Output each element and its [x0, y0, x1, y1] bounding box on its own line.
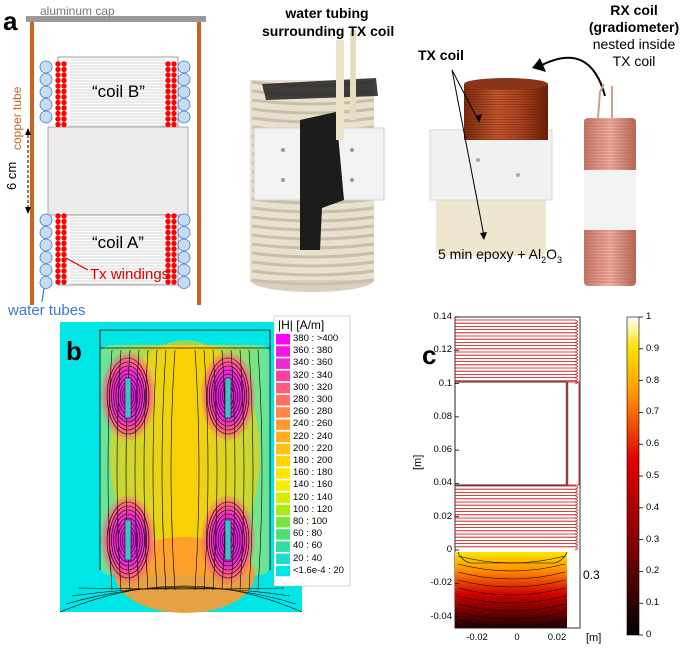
legend-label: 120 : 140	[293, 491, 333, 503]
c-ytick-label: 0	[446, 544, 452, 555]
legend-swatch	[276, 456, 290, 467]
cbar-tick-label: 1	[646, 311, 652, 322]
cbar-tick-label: 0.9	[646, 342, 660, 354]
panel-c-letter: c	[422, 340, 437, 370]
legend-swatch	[276, 407, 290, 418]
photo-3-caption: RX coil (gradiometer) nested inside TX c…	[584, 2, 684, 70]
photo-tx-coil	[429, 56, 606, 256]
legend-label: 60 : 80	[293, 528, 323, 540]
legend-label: 320 : 340	[293, 369, 333, 381]
c-xtick-label: 0.02	[547, 632, 567, 643]
c-ytick-label: 0.02	[433, 510, 453, 522]
legend-label: 260 : 280	[293, 406, 333, 418]
cbar-tick-label: 0	[646, 629, 652, 640]
panel-a-schematic	[25, 16, 206, 305]
cbar-tick-label: 0.6	[646, 438, 660, 450]
legend-label: 200 : 220	[293, 442, 333, 454]
aluminum-cap-label: aluminum cap	[40, 4, 115, 18]
legend-label: 20 : 40	[293, 552, 323, 564]
c-ytick-label: 0.06	[433, 444, 453, 456]
photo-rx-coil	[584, 83, 636, 286]
panel-c-plot	[454, 316, 643, 636]
legend-swatch	[276, 504, 290, 516]
c-ytick-label: -0.04	[430, 610, 452, 622]
legend-swatch	[276, 358, 290, 369]
legend-swatch	[276, 541, 290, 552]
legend-label: 80 : 100	[293, 516, 328, 527]
c-xtick-label: -0.02	[466, 632, 488, 643]
legend-label: 380 : >400	[293, 333, 339, 344]
legend-swatch	[276, 565, 290, 577]
photo-1-caption-line1: water tubing	[285, 5, 369, 21]
legend-label: 140 : 160	[293, 479, 333, 491]
legend-label: 180 : 200	[293, 455, 333, 466]
epoxy-text: 5 min epoxy + Al	[438, 246, 542, 262]
legend-title: |H| [A/m]	[278, 318, 325, 332]
photo-3-caption-line3: nested inside	[592, 36, 676, 52]
photo-3-caption-line1: RX coil	[610, 2, 658, 18]
c-ylabel: [m]	[412, 454, 424, 470]
panel-b-letter: b	[66, 336, 82, 366]
water-tubes-label: water tubes	[8, 302, 86, 319]
photo-water-tubing	[250, 30, 385, 292]
legend-swatch	[276, 553, 290, 565]
cbar-tick-label: 0.4	[646, 501, 660, 513]
epoxy-sub: 2	[541, 254, 547, 265]
cbar-tick-label: 0.8	[646, 374, 660, 386]
legend-swatch	[276, 492, 290, 504]
photo-3-caption-line4: TX coil	[612, 53, 656, 69]
epoxy-sub2: 3	[557, 254, 563, 265]
coil-a-label: “coil A”	[92, 233, 144, 252]
legend-swatch	[276, 395, 290, 406]
c-ytick-label: 0.08	[433, 410, 453, 422]
photo-1-caption: water tubing surrounding TX coil	[262, 4, 395, 40]
legend-swatch	[276, 334, 290, 345]
cbar-tick-label: 0.1	[646, 597, 660, 609]
legend-label: <1.6e-4 : 20	[293, 564, 344, 576]
tx-windings-label: Tx windings	[90, 266, 170, 283]
epoxy-label: 5 min epoxy + Al2O3	[438, 246, 562, 265]
photo-1-caption-line2: surrounding TX coil	[262, 23, 395, 39]
legend-swatch	[276, 346, 290, 357]
legend-label: 340 : 360	[293, 357, 333, 369]
tx-coil-label: TX coil	[418, 47, 464, 63]
legend-label: 300 : 320	[293, 381, 333, 393]
c-ytick-label: 0.1	[438, 377, 452, 389]
legend-label: 220 : 240	[293, 430, 333, 442]
legend-label: 160 : 180	[293, 467, 333, 479]
c-contour-label: 0.3	[583, 568, 600, 582]
legend-label: 100 : 120	[293, 503, 333, 515]
legend-swatch	[276, 431, 290, 443]
legend-label: 40 : 60	[293, 540, 323, 552]
cbar-tick-label: 0.2	[646, 565, 660, 577]
legend-swatch	[276, 517, 290, 528]
cbar-tick-label: 0.7	[646, 406, 660, 418]
c-ytick-label: 0.14	[433, 311, 453, 322]
cbar-tick-label: 0.5	[646, 470, 660, 481]
legend-label: 360 : 380	[293, 345, 333, 357]
cbar-tick-label: 0.3	[646, 533, 660, 545]
legend-label: 240 : 260	[293, 418, 333, 430]
c-ytick-label: 0.04	[433, 477, 453, 489]
legend-swatch	[276, 443, 290, 455]
copper-tube-label: copper tube	[10, 86, 24, 150]
c-xlabel: [m]	[586, 632, 602, 644]
epoxy-tail: O	[546, 246, 558, 262]
legend-swatch	[276, 419, 290, 430]
panel-b-field-map	[59, 315, 351, 613]
c-ytick-label: -0.02	[430, 577, 452, 589]
legend-swatch	[276, 480, 290, 491]
legend-swatch	[276, 468, 290, 479]
panel-a-letter: a	[3, 6, 18, 36]
legend-swatch	[276, 529, 290, 540]
legend-swatch	[276, 370, 290, 382]
legend-label: 280 : 300	[293, 394, 333, 405]
c-xtick-label: 0	[514, 632, 520, 643]
legend-swatch	[276, 382, 290, 394]
gap-dimension-label: 6 cm	[4, 161, 19, 190]
photo-3-caption-line2: (gradiometer)	[588, 19, 680, 35]
c-ytick-label: 0.12	[433, 344, 453, 356]
coil-b-label: “coil B”	[92, 82, 145, 101]
